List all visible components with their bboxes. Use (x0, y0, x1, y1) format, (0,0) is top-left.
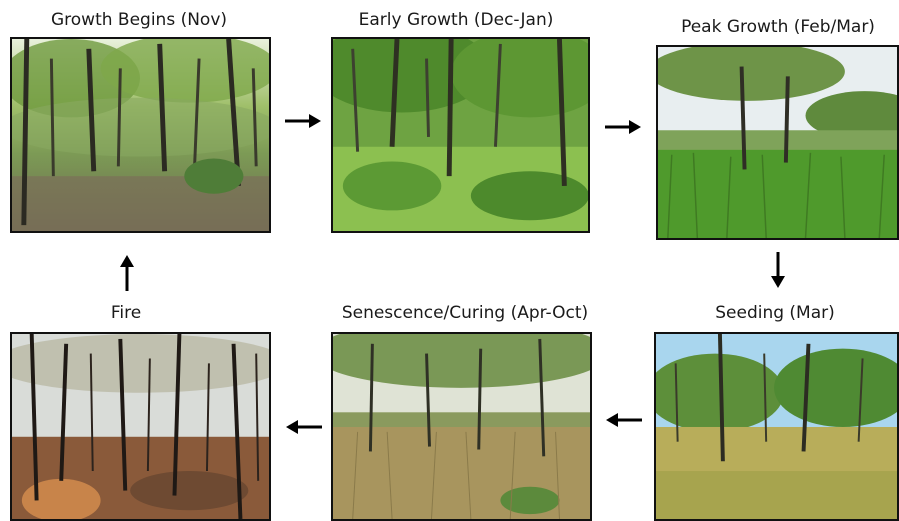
photo-growth-begins (10, 37, 271, 233)
stage-label-fire: Fire (110, 303, 142, 323)
stage-label-peak-growth: Peak Growth (Feb/Mar) (681, 17, 875, 37)
arrow-down (771, 252, 785, 288)
arrow-left-1 (606, 413, 642, 427)
photo-peak-growth (656, 45, 899, 240)
stage-label-senescence: Senescence/Curing (Apr-Oct) (341, 303, 589, 323)
photo-seeding (654, 332, 899, 521)
arrow-up (120, 255, 134, 291)
arrow-right-1 (285, 114, 321, 128)
arrow-right-2 (605, 120, 641, 134)
photo-fire (10, 332, 271, 521)
arrow-left-2 (286, 420, 322, 434)
stage-label-early-growth: Early Growth (Dec-Jan) (358, 10, 554, 30)
photo-senescence (331, 332, 592, 521)
photo-early-growth (331, 37, 590, 233)
stage-label-seeding: Seeding (Mar) (715, 303, 835, 323)
stage-label-growth-begins: Growth Begins (Nov) (50, 10, 228, 30)
